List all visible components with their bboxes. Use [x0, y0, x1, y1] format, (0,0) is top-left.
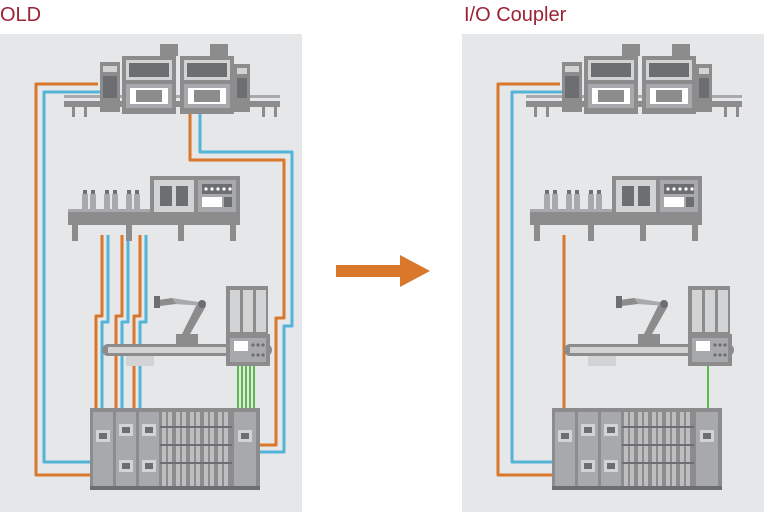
title-io-coupler: I/O Coupler — [464, 4, 567, 26]
coupler-machines — [526, 44, 742, 490]
arrow-right-icon — [336, 255, 430, 287]
coupler-wiring — [496, 82, 709, 477]
old-machines — [64, 44, 280, 490]
title-old: OLD — [0, 4, 42, 26]
old-wiring — [34, 82, 294, 477]
